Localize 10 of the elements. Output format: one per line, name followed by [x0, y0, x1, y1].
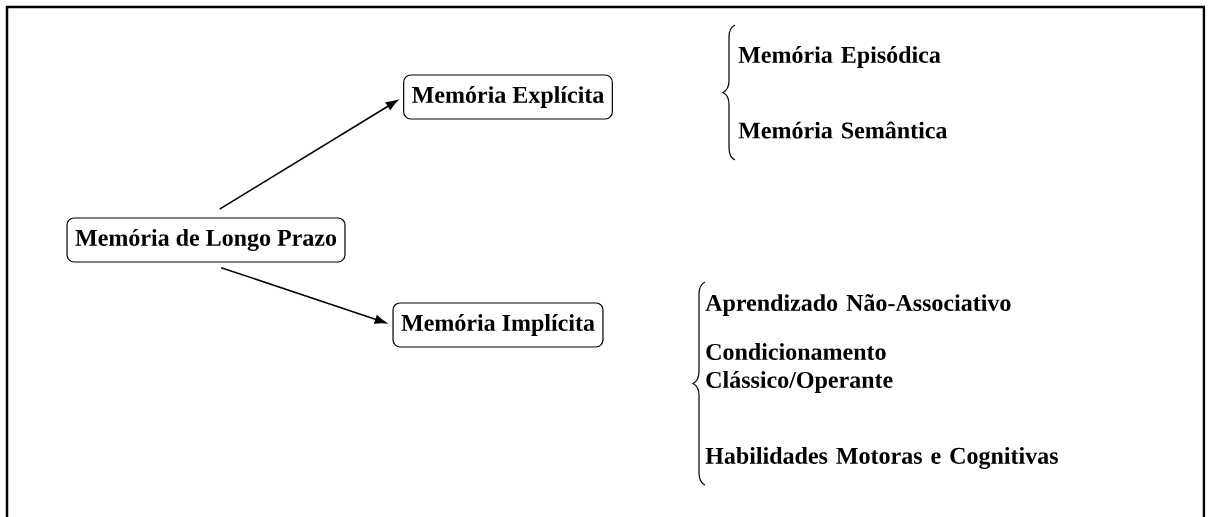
arrow: [218, 100, 398, 210]
category-text: Memória Episódica: [738, 46, 941, 68]
category-text: Condicionamento Clássico/Operante: [706, 343, 893, 393]
category-text: Habilidades Motoras e Cognitivas: [705, 447, 1058, 469]
memory-box: Memória de Longo Prazo: [66, 217, 346, 263]
memory-box: Memória Implícita: [392, 302, 604, 348]
memory-box: Memória Explícita: [403, 74, 613, 120]
arrow: [220, 266, 387, 324]
category-text: Aprendizado Não-Associativo: [705, 294, 1011, 316]
category-text: Memória Semântica: [738, 121, 948, 139]
